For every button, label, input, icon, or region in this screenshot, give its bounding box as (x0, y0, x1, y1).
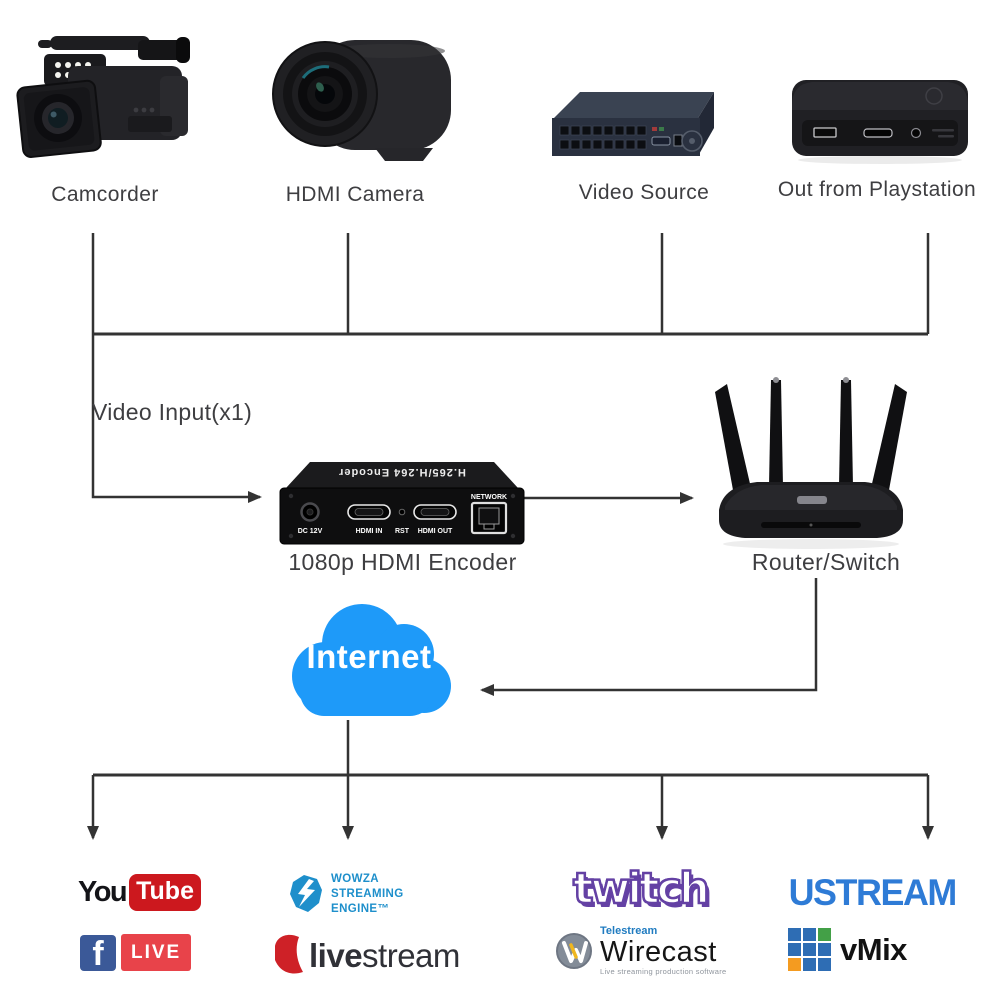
internet-cloud (292, 604, 451, 716)
wowza-logo: WOWZA STREAMING ENGINE™ (289, 872, 404, 917)
encoder-top-marking: H.265/H.264 Encoder (338, 466, 466, 478)
encoder-top (286, 462, 518, 488)
ustream-logo: USTREAM (786, 872, 958, 914)
wirecast-name: Wirecast (600, 936, 717, 968)
video-source-label: Video Source (578, 181, 710, 204)
router-antennas (715, 380, 907, 490)
network-label: NETWORK (471, 494, 507, 501)
encoder-front (279, 487, 525, 545)
hdmi-port (863, 128, 893, 138)
encoder-caption: 1080p HDMI Encoder (288, 549, 517, 575)
youtube-text-tube: Tube (129, 874, 201, 911)
playstation-image (792, 80, 968, 164)
internet-label: Internet (306, 638, 432, 675)
wirecast-icon (556, 932, 592, 969)
vmix-icon (788, 928, 831, 971)
usb-port (813, 127, 837, 138)
wirecast-logo: Telestream Wirecast Live streaming produ… (556, 925, 727, 976)
facebook-live-logo: f LIVE (80, 934, 192, 971)
wowza-line-1: WOWZA (331, 873, 379, 885)
fan (681, 130, 703, 152)
facebook-icon: f (80, 934, 116, 971)
wowza-line-2: STREAMING (331, 887, 404, 900)
camcorder-image (16, 36, 190, 158)
reset-button (398, 508, 406, 516)
wowza-line-3: ENGINE™ (331, 902, 390, 915)
wowza-icon (290, 875, 322, 913)
twitch-logo: twitch (572, 863, 711, 916)
ustream-text: USTREAM (788, 872, 958, 913)
youtube-text-you: You (78, 876, 128, 908)
hdmi-camera-label: HDMI Camera (285, 183, 425, 206)
wirecast-brand: Telestream (600, 925, 658, 937)
router-brand-mark (797, 496, 827, 504)
hdmi-out-label: HDMI OUT (418, 528, 453, 535)
input-to-encoder-arrow (91, 334, 262, 503)
livestream-logo: livestream (272, 934, 460, 978)
hdmi-camera-image (272, 40, 451, 161)
dc-label: DC 12V (298, 528, 323, 535)
reset-label: RST (395, 528, 410, 535)
livestream-text-stream: stream (362, 937, 460, 974)
vga-port (651, 136, 671, 146)
vmix-logo: vMix (788, 928, 907, 971)
camcorder-viewfinder (138, 40, 182, 60)
camcorder-lens-hood (16, 79, 102, 158)
usb-port (673, 134, 683, 147)
router-to-internet-arrow (480, 578, 818, 696)
encoder-image: H.265/H.264 Encoder DC 12V HDMI IN RST H… (279, 462, 525, 545)
twitch-text: twitch (572, 863, 711, 916)
wirecast-tagline: Live streaming production software (600, 967, 727, 977)
video-input-label: Video Input(x1) (92, 399, 253, 425)
youtube-logo: You Tube (78, 874, 201, 911)
hdmi-in-label: HDMI IN (356, 528, 383, 535)
router-caption: Router/Switch (751, 549, 901, 575)
dc-port (910, 127, 922, 139)
router-image (715, 377, 907, 549)
video-source-image (552, 92, 714, 156)
facebook-live-badge: LIVE (121, 934, 192, 971)
vmix-text: vMix (840, 931, 907, 967)
playstation-label: Out from Playstation (777, 178, 977, 201)
camcorder-label: Camcorder (51, 183, 159, 206)
ethernet-ports (559, 125, 647, 150)
hdmi-camera-mount (375, 148, 433, 161)
camcorder-handle (50, 36, 150, 50)
livestream-icon (275, 934, 303, 974)
video-source-top (554, 92, 714, 118)
livestream-text-live: live (309, 937, 363, 974)
